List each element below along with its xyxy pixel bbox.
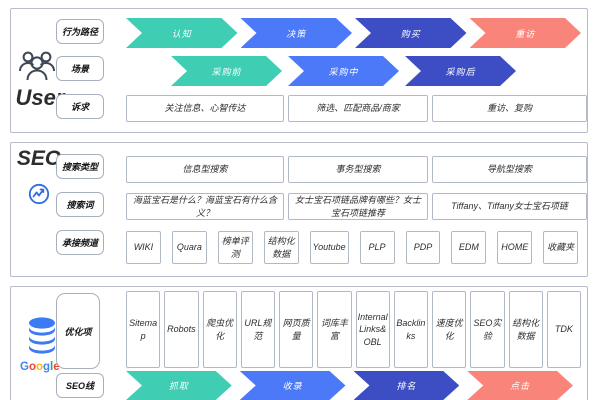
optimization-box: Backlinks <box>393 291 428 368</box>
stage-arrow: 采购中 <box>288 56 399 86</box>
stage-arrow: 采购前 <box>171 56 282 86</box>
search-type-boxes: 信息型搜索 事务型搜索 导航型搜索 <box>126 156 587 183</box>
channel-box: 榜单评测 <box>217 231 253 264</box>
optimization-box: 词库丰富 <box>317 291 352 368</box>
channel-box: Youtube <box>309 231 349 264</box>
stage-arrow: 决策 <box>241 18 353 48</box>
optimization-box: URL规范 <box>240 291 275 368</box>
channel-box: HOME <box>497 231 533 264</box>
optimization-boxes: Sitemap Robots 爬虫优化 URL规范 网页质量 词库丰富 Inte… <box>126 291 581 368</box>
stage-arrow: 抓取 <box>126 371 232 400</box>
scene-arrows: 采购前 采购中 采购后 <box>171 56 516 86</box>
channel-box: 结构化数据 <box>263 231 299 264</box>
optimization-box: 爬虫优化 <box>202 291 237 368</box>
search-type-box: 导航型搜索 <box>432 156 587 183</box>
seo-line-arrows: 抓取 收录 排名 点击 <box>126 371 573 400</box>
row-label-seo-line: SEO线 <box>56 373 104 398</box>
channel-box: WIKI <box>126 231 161 264</box>
optimization-box: Internal Links&OBL <box>355 291 390 368</box>
google-section: Google 优化项 Sitemap Robots 爬虫优化 URL规范 网页质… <box>10 286 588 400</box>
stage-arrow: 购买 <box>355 18 467 48</box>
appeal-box: 筛选、匹配商品/商家 <box>288 95 428 122</box>
google-logo-letter: o <box>35 361 44 373</box>
seo-section: SEO 搜索类型 信息型搜索 事务型搜索 导航型搜索 搜索词 海蓝宝石是什么？海… <box>10 142 588 277</box>
row-label-scene: 场景 <box>56 56 104 81</box>
user-section: User 行为路径 认知 决策 购买 重访 场景 采购前 采购中 采购后 诉求 … <box>10 8 588 133</box>
google-logo-letter: g <box>43 361 51 373</box>
row-label-search-terms: 搜索词 <box>56 192 104 217</box>
row-label-landing-channels: 承接频道 <box>56 230 104 255</box>
optimization-box: Robots <box>164 291 199 368</box>
google-logo-letter: G <box>20 361 29 373</box>
google-logo-letter: e <box>53 361 60 373</box>
channel-box: PLP <box>359 231 395 264</box>
stage-arrow: 采购后 <box>405 56 516 86</box>
users-group-icon <box>17 49 57 88</box>
appeal-box: 关注信息、心智传达 <box>126 95 284 122</box>
analytics-trend-icon <box>28 183 50 210</box>
seo-entity-label: SEO <box>16 147 62 170</box>
behavior-path-arrows: 认知 决策 购买 重访 <box>126 18 581 48</box>
channel-box: 收藏夹 <box>543 231 579 264</box>
row-label-behavior-path: 行为路径 <box>56 19 104 44</box>
search-term-box: 海蓝宝石是什么？海蓝宝石有什么含义？ <box>126 193 284 220</box>
row-label-search-type: 搜索类型 <box>56 154 104 179</box>
channel-box: Quara <box>171 231 207 264</box>
search-type-box: 事务型搜索 <box>288 156 428 183</box>
channel-box: PDP <box>405 231 441 264</box>
optimization-box: TDK <box>546 291 581 368</box>
stage-arrow: 重访 <box>470 18 582 48</box>
optimization-box: 结构化数据 <box>508 291 543 368</box>
stage-arrow: 点击 <box>467 371 573 400</box>
google-logo: Google <box>20 361 60 373</box>
appeal-boxes: 关注信息、心智传达 筛选、匹配商品/商家 重访、复购 <box>126 95 587 122</box>
stage-arrow: 认知 <box>126 18 238 48</box>
database-icon <box>28 317 56 364</box>
optimization-box: Sitemap <box>126 291 161 368</box>
appeal-box: 重访、复购 <box>432 95 587 122</box>
google-logo-letter: o <box>28 361 36 373</box>
optimization-box: 网页质量 <box>279 291 314 368</box>
optimization-box: 速度优化 <box>432 291 467 368</box>
channel-box: EDM <box>451 231 487 264</box>
landing-channel-boxes: WIKI Quara 榜单评测 结构化数据 Youtube PLP PDP ED… <box>126 231 579 264</box>
search-term-boxes: 海蓝宝石是什么？海蓝宝石有什么含义？ 女士宝石项链品牌有哪些？女士宝石项链推荐 … <box>126 193 587 220</box>
row-label-appeal: 诉求 <box>56 94 104 119</box>
stage-arrow: 排名 <box>354 371 460 400</box>
row-label-optimization: 优化项 <box>56 293 100 369</box>
search-term-box: 女士宝石项链品牌有哪些？女士宝石项链推荐 <box>288 193 428 220</box>
optimization-box: SEO实验 <box>470 291 505 368</box>
search-term-box: Tiffany、Tiffany女士宝石项链 <box>432 193 587 220</box>
stage-arrow: 收录 <box>240 371 346 400</box>
google-logo-letter: l <box>50 361 54 373</box>
search-type-box: 信息型搜索 <box>126 156 284 183</box>
